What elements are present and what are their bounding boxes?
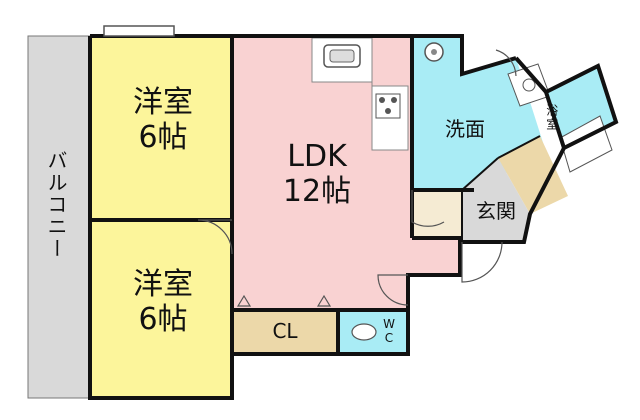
western-room-top-name: 洋室 <box>133 85 193 120</box>
western-room-top-area <box>90 36 232 220</box>
wc-label-line1: W <box>383 317 395 331</box>
genkan-area <box>462 158 530 242</box>
balcony-area <box>27 35 91 399</box>
door-swings <box>197 49 517 306</box>
washer-drum-icon <box>522 78 536 92</box>
wc-label: W C <box>380 317 398 346</box>
western-room-bottom-size: 6帖 <box>138 301 188 337</box>
hallway-floor <box>412 190 462 238</box>
window-top <box>103 25 175 37</box>
wc-label-line2: C <box>384 330 394 345</box>
shoe-storage <box>498 136 568 214</box>
burner-icon <box>379 97 385 103</box>
stove-icon <box>375 93 401 119</box>
western-room-top-label: 洋室 6帖 <box>118 85 208 155</box>
closet-area <box>232 310 338 354</box>
closet-door-marker-right <box>316 294 332 307</box>
ldk-name: LDK <box>287 139 347 174</box>
drain-icon <box>431 49 437 55</box>
western-room-top-size: 6帖 <box>138 119 188 155</box>
genkan-label: 玄関 <box>476 199 516 223</box>
burner-icon <box>385 108 391 114</box>
western-room-bottom-area <box>90 220 232 398</box>
closet-label: CL <box>272 319 298 343</box>
closet-door-marker-left <box>236 294 252 307</box>
inner-lines <box>461 135 541 242</box>
western-room-bottom-name: 洋室 <box>133 267 193 302</box>
balcony-label: バルコニー <box>44 150 68 260</box>
burner-icon <box>391 97 397 103</box>
sink-basin-icon <box>329 49 355 63</box>
bath-label: 浴室 <box>544 104 559 132</box>
ldk-label: LDK 12帖 <box>262 139 372 209</box>
western-room-bottom-label: 洋室 6帖 <box>118 267 208 337</box>
ldk-size: 12帖 <box>282 173 352 209</box>
toilet-icon <box>351 323 377 341</box>
washroom-label: 洗面 <box>445 117 485 141</box>
